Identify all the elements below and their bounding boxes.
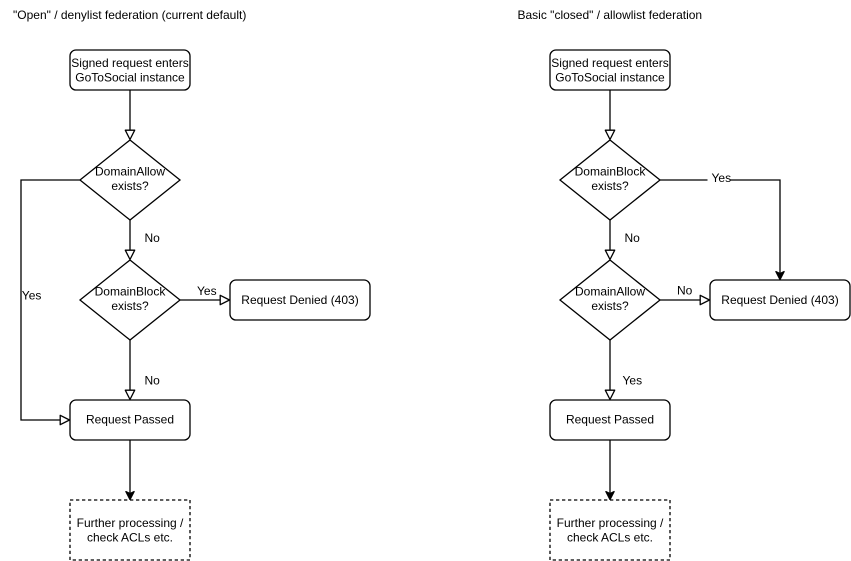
svg-text:check ACLs etc.: check ACLs etc. (567, 530, 653, 544)
svg-text:No: No (625, 231, 641, 245)
svg-text:Basic "closed" / allowlist fed: Basic "closed" / allowlist federation (518, 8, 703, 22)
svg-text:Further processing /: Further processing / (557, 516, 664, 530)
svg-text:No: No (145, 374, 161, 388)
svg-text:Signed request enters: Signed request enters (71, 56, 188, 70)
svg-text:Request Passed: Request Passed (86, 413, 174, 427)
svg-text:Yes: Yes (22, 288, 42, 302)
svg-text:check ACLs etc.: check ACLs etc. (87, 530, 173, 544)
svg-text:GoToSocial instance: GoToSocial instance (75, 70, 185, 84)
svg-text:DomainAllow: DomainAllow (575, 285, 645, 299)
svg-text:DomainBlock: DomainBlock (95, 285, 167, 299)
svg-text:"Open" / denylist federation (: "Open" / denylist federation (current de… (13, 8, 246, 22)
svg-text:Request Passed: Request Passed (566, 413, 654, 427)
svg-text:Further processing /: Further processing / (77, 516, 184, 530)
svg-text:exists?: exists? (111, 299, 149, 313)
svg-text:exists?: exists? (591, 179, 629, 193)
svg-text:Yes: Yes (197, 284, 217, 298)
svg-text:GoToSocial instance: GoToSocial instance (555, 70, 665, 84)
svg-text:exists?: exists? (591, 299, 629, 313)
svg-text:Yes: Yes (623, 374, 643, 388)
svg-text:No: No (145, 231, 161, 245)
svg-text:DomainAllow: DomainAllow (95, 165, 165, 179)
svg-text:No: No (677, 284, 693, 298)
svg-text:DomainBlock: DomainBlock (575, 165, 647, 179)
svg-text:Yes: Yes (712, 171, 732, 185)
svg-text:Request Denied (403): Request Denied (403) (241, 293, 358, 307)
svg-text:Signed request enters: Signed request enters (551, 56, 668, 70)
svg-text:exists?: exists? (111, 179, 149, 193)
svg-text:Request Denied (403): Request Denied (403) (721, 293, 838, 307)
